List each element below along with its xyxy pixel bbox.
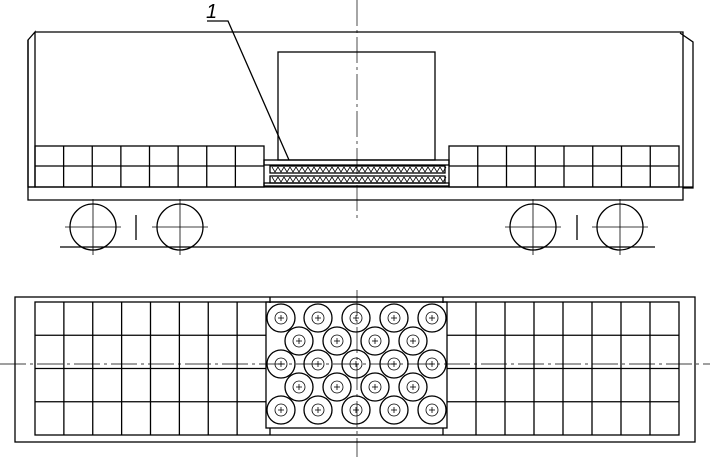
coil-inner — [425, 311, 439, 325]
hatch-stroke — [277, 166, 285, 183]
hatch-stroke — [367, 166, 375, 183]
hatch-stroke — [301, 166, 309, 183]
coil-outer — [284, 326, 314, 356]
hatch-stroke — [421, 166, 429, 183]
cargo-blocks-right — [448, 145, 680, 188]
coil-inner — [274, 403, 288, 417]
coil-inner — [349, 311, 363, 325]
hatch-stroke — [379, 166, 387, 183]
hatch-stroke — [373, 166, 381, 183]
coil-inner — [311, 403, 325, 417]
wheelsets — [65, 199, 648, 255]
cargo-blocks-left — [34, 145, 265, 188]
central-cargo-box — [277, 51, 436, 161]
coil-inner — [349, 403, 363, 417]
coil-inner — [368, 380, 382, 394]
hatch-stroke — [331, 166, 339, 183]
plan-view — [0, 290, 710, 457]
coil-inner — [406, 334, 420, 348]
coil-outer — [379, 303, 409, 333]
callout-leader — [207, 20, 290, 161]
coil-area-stops — [269, 297, 444, 435]
coil-outer — [360, 372, 390, 402]
coil-outer — [360, 326, 390, 356]
hatch-stroke — [343, 166, 351, 183]
hatch-stroke — [295, 166, 303, 183]
plan-grid-right — [447, 302, 679, 435]
coil-outer — [417, 395, 447, 425]
plan-outer-frame — [14, 296, 696, 443]
coil-inner — [274, 311, 288, 325]
coil-outer — [303, 395, 333, 425]
hatch-stroke — [391, 166, 399, 183]
coil-outer — [266, 395, 296, 425]
hatch-stroke — [271, 166, 279, 183]
coil-area — [265, 301, 448, 429]
coil-inner — [387, 403, 401, 417]
coil-inner — [330, 380, 344, 394]
hatch-stroke — [439, 166, 447, 183]
hatch-stroke — [427, 166, 435, 183]
hatch-stroke — [385, 166, 393, 183]
hatch-stroke — [283, 166, 291, 183]
coil-outer — [266, 303, 296, 333]
coil-inner — [292, 334, 306, 348]
hatch-stroke — [403, 166, 411, 183]
coil-inner — [387, 311, 401, 325]
hatch-stroke — [349, 166, 357, 183]
hatch-stroke — [361, 166, 369, 183]
coil-outer — [341, 303, 371, 333]
hatch-stroke — [313, 166, 321, 183]
coil-outer — [284, 372, 314, 402]
hatch-stroke — [433, 166, 441, 183]
hatch-stroke — [415, 166, 423, 183]
coil-inner — [368, 334, 382, 348]
coil-outer — [322, 372, 352, 402]
coil-inner — [330, 334, 344, 348]
hatch-stroke — [409, 166, 417, 183]
callout-label: 1 — [206, 1, 217, 23]
plan-grid-left — [35, 302, 266, 435]
coil-outer — [398, 372, 428, 402]
coils — [266, 303, 447, 425]
coil-outer — [341, 395, 371, 425]
coil-inner — [406, 380, 420, 394]
hatch-stroke — [337, 166, 345, 183]
coil-inner — [425, 403, 439, 417]
coil-outer — [398, 326, 428, 356]
coil-outer — [379, 395, 409, 425]
car-underframe — [27, 187, 684, 201]
coil-outer — [303, 303, 333, 333]
coil-outer — [417, 303, 447, 333]
hatch-stroke — [319, 166, 327, 183]
hatch-stroke — [397, 166, 405, 183]
side-view: 1 — [27, 0, 694, 255]
hatch-stroke — [325, 166, 333, 183]
hatch-stroke — [289, 166, 297, 183]
fixation-device — [263, 159, 450, 187]
coil-inner — [311, 311, 325, 325]
coil-outer — [322, 326, 352, 356]
hatch-stroke — [307, 166, 315, 183]
coil-inner — [292, 380, 306, 394]
